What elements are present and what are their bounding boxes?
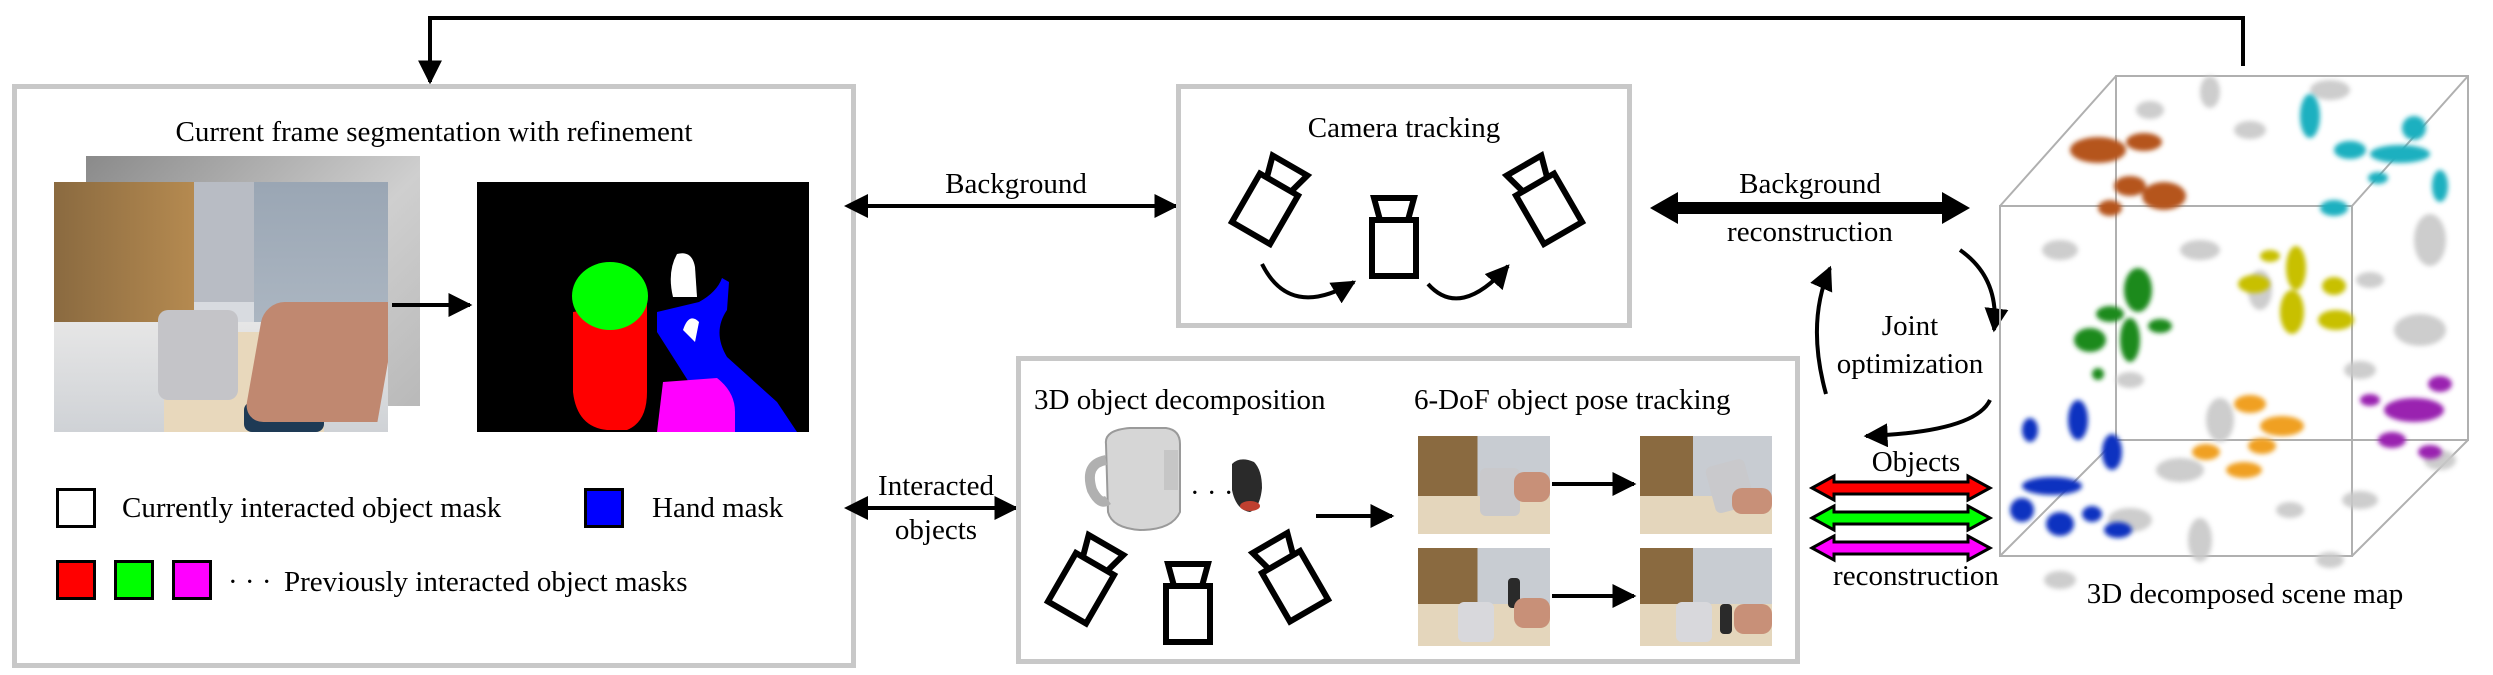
pose-frame-1b: [1640, 436, 1772, 534]
joint-label-line1: Joint: [1881, 310, 1939, 342]
background-label: Background: [945, 168, 1087, 200]
segmentation-title: Current frame segmentation with refineme…: [175, 116, 693, 148]
objects-reconstruction-line2: reconstruction: [1833, 560, 1999, 592]
pose-tracking-title: 6-DoF object pose tracking: [1414, 384, 1731, 416]
legend-hand-label: Hand mask: [652, 492, 784, 524]
legend-previous-label: Previously interacted object masks: [284, 566, 688, 598]
objects-reconstruction-line1: Objects: [1871, 446, 1961, 478]
camera-tracking-title: Camera tracking: [1307, 112, 1501, 144]
scene-map-label: 3D decomposed scene map: [2086, 578, 2404, 610]
interacted-objects-line2: objects: [894, 514, 978, 546]
background-reconstruction-line2: reconstruction: [1727, 216, 1893, 248]
pose-frame-2a: [1418, 548, 1550, 646]
current-frame-image: [54, 182, 388, 432]
pose-frame-1a: [1418, 436, 1550, 534]
background-reconstruction-line1: Background: [1739, 168, 1881, 200]
decomposition-title: 3D object decomposition: [1034, 384, 1326, 416]
legend-hand-swatch: [584, 488, 624, 528]
pose-frame-2b: [1640, 548, 1772, 646]
legend-green-swatch: [114, 560, 154, 600]
legend-red-swatch: [56, 560, 96, 600]
legend-ellipsis: · · ·: [228, 566, 272, 598]
segmentation-mask-image: [477, 182, 809, 432]
interacted-objects-line1: Interacted: [878, 470, 994, 502]
joint-label-line2: optimization: [1836, 348, 1984, 380]
legend-magenta-swatch: [172, 560, 212, 600]
legend-current-swatch: [56, 488, 96, 528]
legend-current-label: Currently interacted object mask: [122, 492, 502, 524]
